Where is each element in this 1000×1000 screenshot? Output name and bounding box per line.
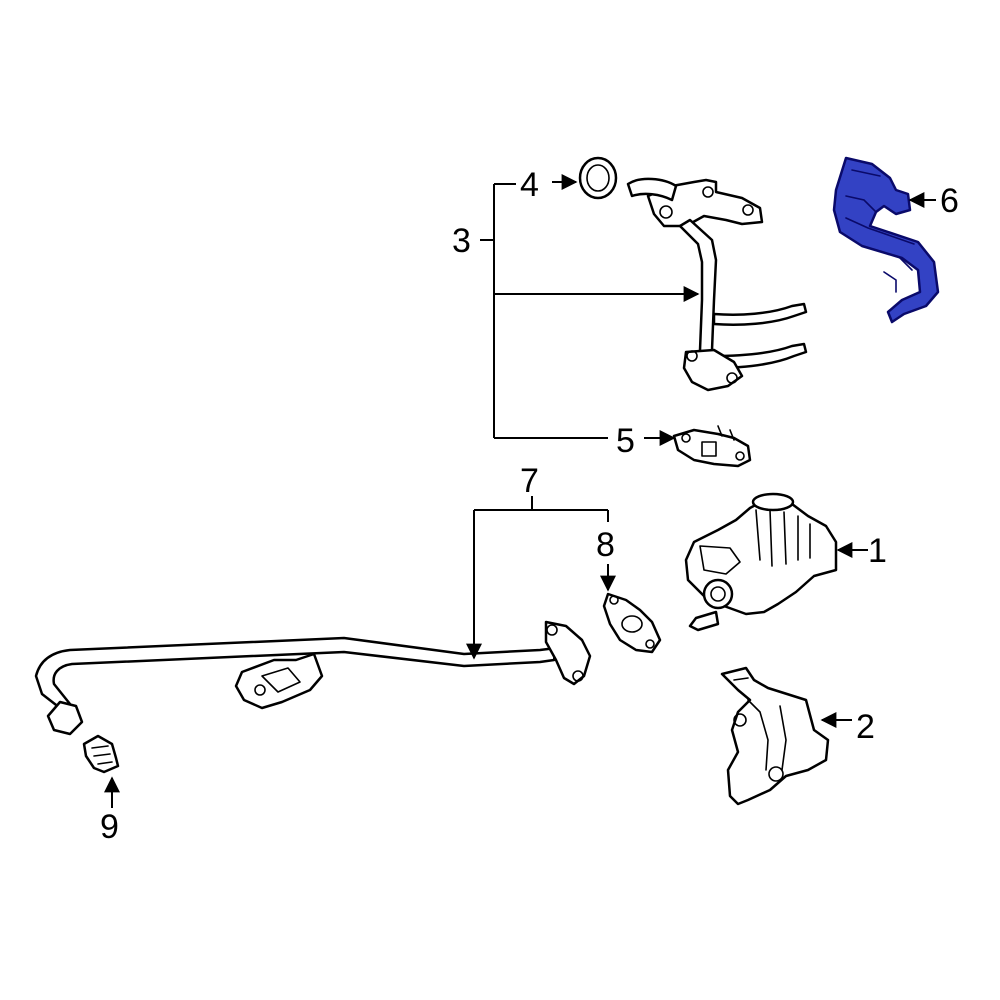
callout-4: 4 <box>520 166 539 204</box>
part-9-connector[interactable] <box>82 734 120 774</box>
part-8-gasket[interactable] <box>602 592 662 654</box>
callout-8: 8 <box>596 526 615 564</box>
callout-3: 3 <box>452 222 471 260</box>
callout-6: 6 <box>940 182 959 220</box>
callout-2: 2 <box>856 708 875 746</box>
callout-7: 7 <box>520 462 539 500</box>
part-1-valve-body[interactable] <box>684 492 838 632</box>
callout-1: 1 <box>868 532 887 570</box>
part-4-o-ring[interactable] <box>578 156 618 200</box>
part-3-pipe-assembly[interactable] <box>626 177 808 392</box>
part-6-hose[interactable] <box>832 156 940 324</box>
part-5-gasket[interactable] <box>672 425 752 468</box>
callout-5: 5 <box>616 422 635 460</box>
part-2-bracket[interactable] <box>720 666 830 806</box>
callout-9: 9 <box>100 808 119 846</box>
part-7-pipe[interactable] <box>34 620 592 736</box>
